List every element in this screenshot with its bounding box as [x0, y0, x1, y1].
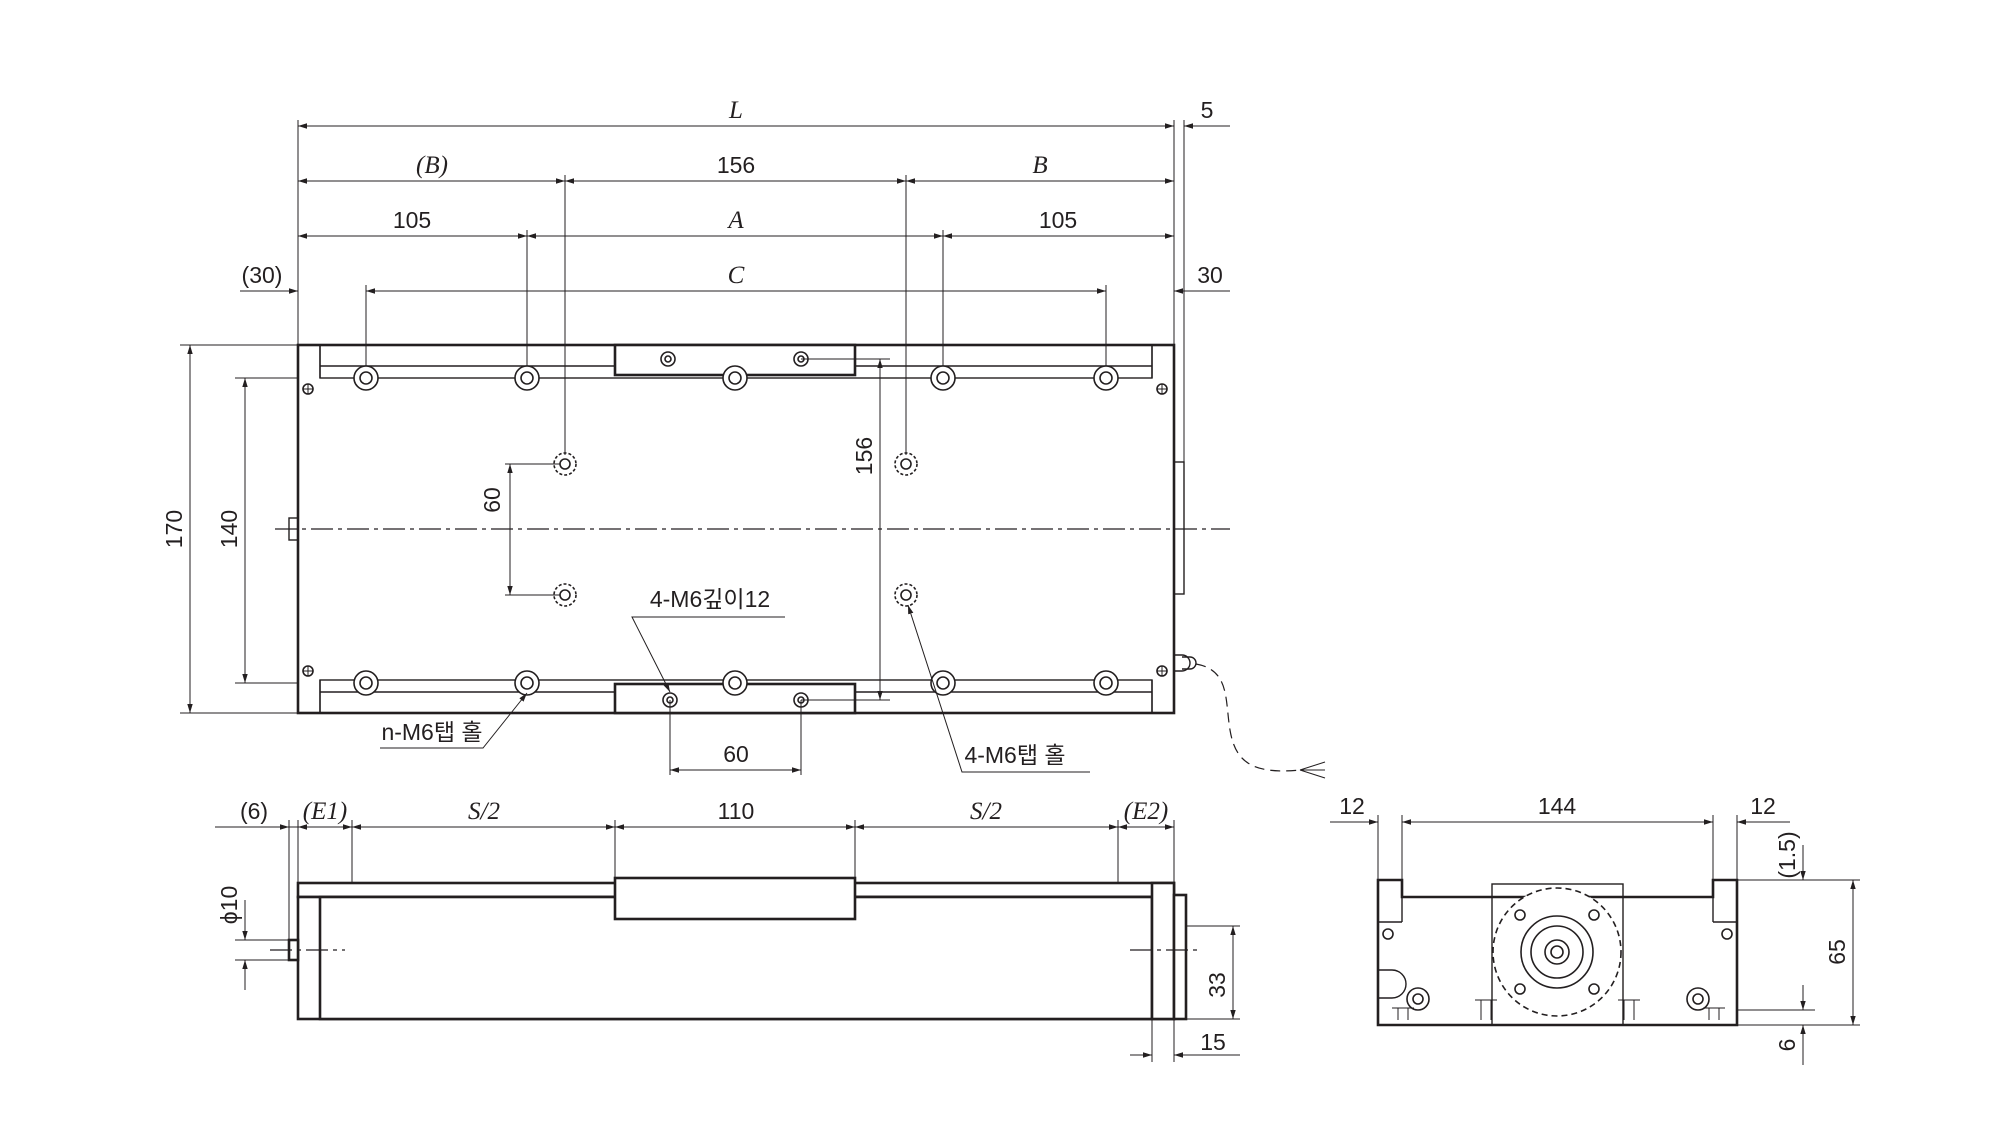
dim-144: 144 [1538, 793, 1577, 819]
front-dimension-lines [215, 824, 1240, 1058]
dim-12-right: 12 [1750, 793, 1776, 819]
dim-B: B [1032, 152, 1047, 179]
dim-phi10: ϕ10 [216, 886, 242, 924]
label-4m6-tap: 4-M6탭 홀 [964, 742, 1065, 768]
cable [1174, 654, 1326, 779]
dim-15: 15 [1200, 1029, 1226, 1055]
dim-B-paren: (B) [416, 152, 448, 179]
dim-30: 30 [1197, 262, 1223, 288]
dim-12-left: 12 [1339, 793, 1365, 819]
dim-6: 6 [1774, 1039, 1800, 1052]
dim-65: 65 [1824, 939, 1850, 965]
dim-C: C [728, 262, 745, 289]
dim-60-bottom: 60 [723, 741, 749, 767]
label-n-tap: n-M6탭 홀 [381, 719, 482, 745]
side-extension-lines [1377, 815, 1860, 1026]
dim-60-vert: 60 [479, 487, 505, 513]
right-connector [1173, 461, 1185, 595]
dim-A: A [726, 207, 744, 234]
dim-105-left: 105 [393, 207, 431, 233]
dim-E1: (E1) [303, 798, 347, 825]
dim-E2: (E2) [1124, 798, 1168, 825]
side-view: 12 144 12 (1.5) 65 6 [1330, 793, 1860, 1065]
dim-6-paren: (6) [240, 798, 268, 824]
dim-170: 170 [161, 510, 187, 548]
extension-lines [180, 120, 1185, 775]
dim-S2-left: S/2 [468, 798, 500, 825]
front-carriage [613, 876, 857, 921]
dim-156: 156 [717, 152, 755, 178]
side-screw-marks [1392, 999, 1725, 1020]
dim-33: 33 [1204, 972, 1230, 998]
dim-110: 110 [718, 798, 755, 824]
top-view: L 5 (B) 156 B 105 A 105 (30) C 30 170 14… [161, 97, 1326, 779]
base-tap-holes [353, 365, 1119, 696]
side-mount-holes [1406, 987, 1710, 1011]
inner-tap-holes [553, 452, 918, 607]
dim-30-paren: (30) [242, 262, 283, 288]
dim-1-5: (1.5) [1774, 831, 1800, 878]
front-right-cap [1172, 893, 1188, 1021]
front-view: (6) (E1) S/2 110 S/2 (E2) ϕ10 33 15 [215, 798, 1240, 1062]
dim-140: 140 [216, 510, 242, 548]
side-motor-block [1491, 883, 1624, 1026]
label-4m6-depth: 4-M6깊이12 [650, 586, 770, 612]
dimension-lines [187, 123, 1230, 773]
dim-L: L [728, 97, 743, 124]
dim-105-right: 105 [1039, 207, 1077, 233]
dim-S2-right: S/2 [970, 798, 1002, 825]
dim-156-vert: 156 [851, 437, 877, 475]
side-dimension-lines [1330, 819, 1856, 1065]
dim-5: 5 [1201, 97, 1214, 123]
side-flange-screws [1514, 909, 1600, 995]
corner-screws [302, 383, 1168, 677]
